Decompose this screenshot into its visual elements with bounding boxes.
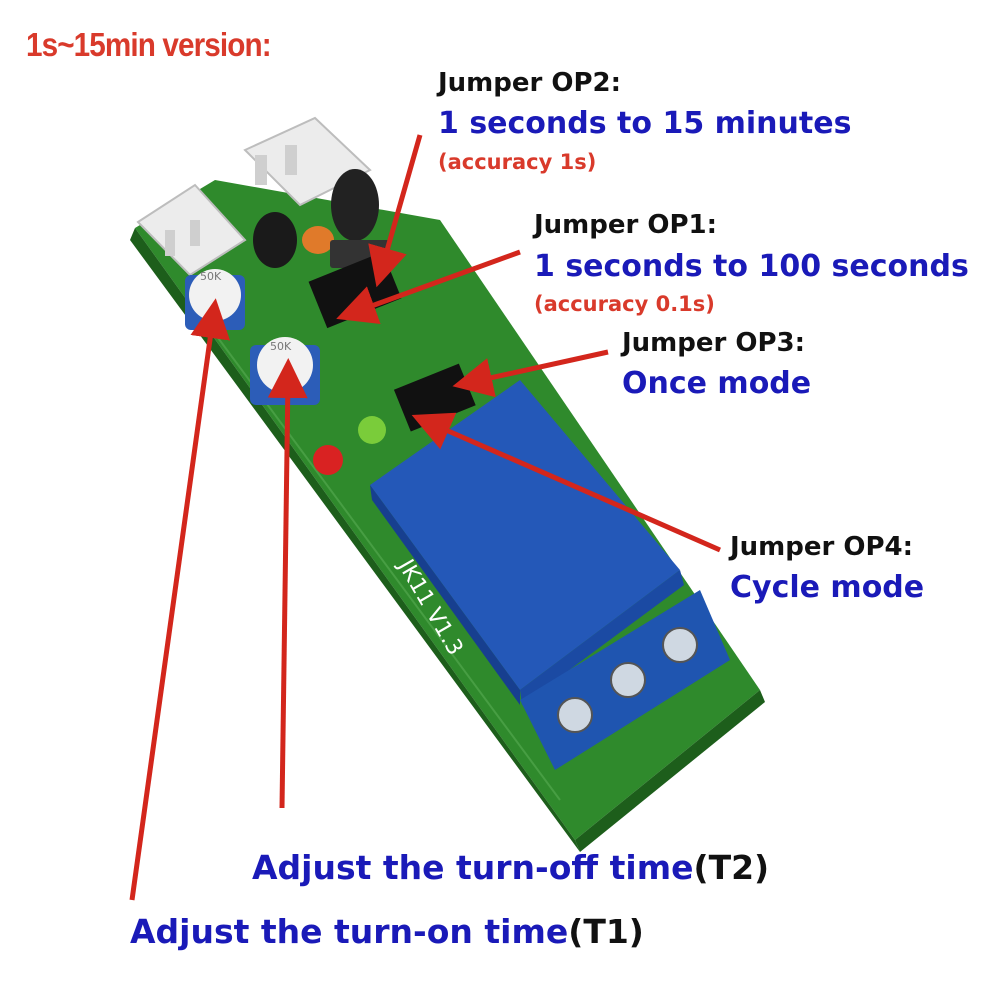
op3-heading: Jumper OP3: (622, 328, 806, 358)
t2-tag: (T2) (693, 848, 770, 887)
terminal-block (520, 590, 730, 770)
arrow-op1 (336, 249, 521, 324)
op1-value: 1 seconds to 100 seconds (534, 249, 969, 284)
arrow-op3 (452, 349, 609, 398)
t1-caption: Adjust the turn-on time(T1) (130, 912, 644, 951)
op3-value: Once mode (622, 366, 812, 401)
t1-text: Adjust the turn-on time (130, 912, 569, 951)
t1-tag: (T1) (568, 912, 644, 951)
page-title: 1s~15min version: (26, 26, 272, 63)
op1-heading: Jumper OP1: (534, 210, 718, 240)
input-connector (136, 183, 247, 277)
relay (370, 380, 684, 705)
op4-heading: Jumper OP4: (730, 532, 914, 562)
pot-marking: 50K (270, 340, 292, 353)
green-led (358, 416, 386, 444)
red-led (313, 445, 343, 475)
pot-t2: 50K (250, 337, 320, 405)
arrows (129, 134, 722, 901)
op4-value: Cycle mode (730, 570, 925, 605)
t2-caption: Adjust the turn-off time(T2) (252, 848, 769, 887)
op2-heading: Jumper OP2: (438, 68, 622, 98)
op2-value: 1 seconds to 15 minutes (438, 106, 852, 141)
arrow-t1 (129, 298, 231, 901)
op2-accuracy: (accuracy 1s) (438, 150, 597, 174)
pot-marking: 50K (200, 270, 222, 283)
arrow-op4 (411, 412, 722, 553)
arrow-t2 (267, 358, 308, 809)
t2-text: Adjust the turn-off time (252, 848, 694, 887)
capacitor (331, 169, 379, 241)
op1-accuracy: (accuracy 0.1s) (534, 292, 715, 316)
arrow-op2 (368, 134, 423, 288)
